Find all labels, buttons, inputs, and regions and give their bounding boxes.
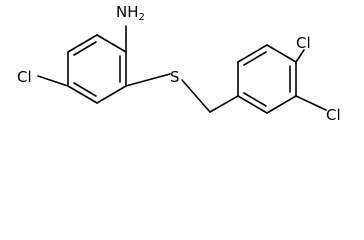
atom-label-cl-upper-right: Cl xyxy=(296,34,311,52)
atom-label-nh2-main: NH xyxy=(116,3,139,21)
bond-c3-c4 xyxy=(96,85,127,104)
atom-label-nh2-subscript: 2 xyxy=(139,12,145,23)
right-benzene-ring xyxy=(237,44,297,114)
bond-c6-c1 xyxy=(67,34,98,53)
bond-r6-r1 xyxy=(237,95,268,114)
bond-c4-c5 xyxy=(67,85,98,104)
bond-ch2-ring xyxy=(209,95,239,113)
atom-label-cl-right: Cl xyxy=(326,106,341,124)
left-benzene-ring xyxy=(67,34,127,104)
bond-ring-s xyxy=(125,73,171,87)
bond-r3-r4 xyxy=(266,44,297,63)
double-bond-r6-r1 xyxy=(243,92,267,107)
bond-ring-cl-right xyxy=(295,95,327,111)
atom-label-cl-left: Cl xyxy=(17,68,32,86)
bond-r2-r3 xyxy=(237,44,268,63)
bond-c1-c2 xyxy=(96,34,127,53)
double-bond-c4-c5 xyxy=(73,82,97,97)
atom-label-nh2: NH2 xyxy=(116,3,145,23)
bond-s-ch2 xyxy=(181,79,211,113)
bond-ring-cl-left xyxy=(37,75,69,87)
atom-label-sulfur: S xyxy=(170,68,180,86)
double-bond-c6-c1 xyxy=(73,41,97,56)
bond-r5-r6 xyxy=(266,95,297,114)
chemical-structure-diagram: NH2 Cl S Cl Cl xyxy=(17,3,341,124)
double-bond-r2-r3 xyxy=(243,51,267,66)
bond-ring-cl-upper-right xyxy=(295,49,305,63)
